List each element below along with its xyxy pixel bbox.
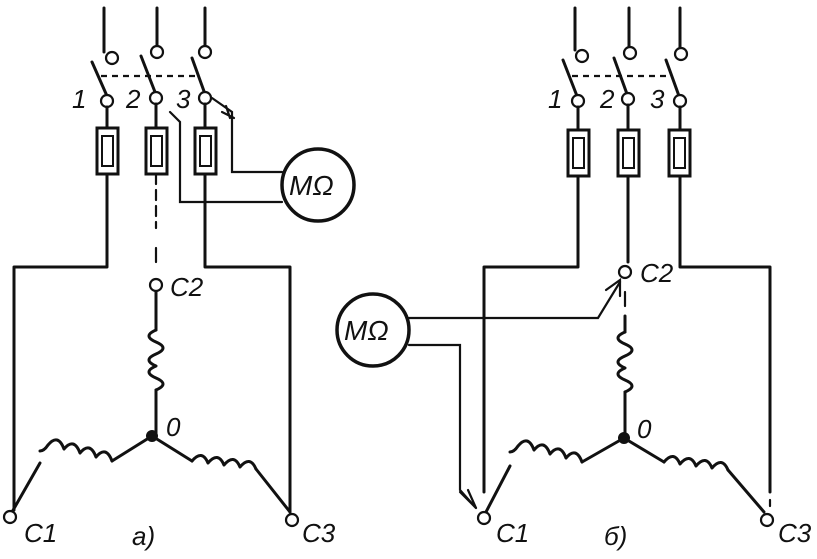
terminal-c1-b xyxy=(476,510,492,526)
caption-b: б) xyxy=(604,521,627,551)
supply-terminal-2-b xyxy=(622,45,638,61)
switch-number-3-b: 3 xyxy=(650,84,665,114)
switch-number-2-b: 2 xyxy=(599,84,615,114)
terminal-c2-a xyxy=(148,277,164,293)
winding-c1-a xyxy=(38,438,114,463)
neutral-label-b: 0 xyxy=(637,414,652,444)
switch-pole-1-b xyxy=(570,93,586,109)
label-c1-a: C1 xyxy=(24,518,57,548)
terminal-c2-b xyxy=(617,264,633,280)
switch-pole-2 xyxy=(148,90,164,106)
switch-pole-3 xyxy=(197,90,213,106)
megohmmeter-b xyxy=(335,292,411,368)
fuses-b xyxy=(566,128,692,178)
fuse-3-b xyxy=(667,128,692,178)
fuse-1-b xyxy=(566,128,591,178)
meter-label-a: MΩ xyxy=(289,170,334,201)
fuses-a xyxy=(95,126,218,176)
meter-label-b: MΩ xyxy=(344,315,389,346)
caption-a: а) xyxy=(132,521,155,551)
terminal-c3-b xyxy=(759,512,775,528)
terminal-c1-a xyxy=(2,509,18,525)
switch-blades-b xyxy=(561,56,688,109)
supply-terminal-3 xyxy=(197,44,213,60)
supply-lines-a xyxy=(102,6,213,66)
switch-number-1-b: 1 xyxy=(548,84,562,114)
diagram-b: 1 2 3 MΩ 0 xyxy=(335,6,812,551)
label-c1-b: C1 xyxy=(496,518,529,548)
switch-blades-a xyxy=(90,54,213,109)
switch-pole-3-b xyxy=(672,93,688,109)
switch-pole-1 xyxy=(99,93,115,109)
switch-pole-2-b xyxy=(620,91,636,107)
winding-c3-a xyxy=(190,454,258,471)
diagram-a: 1 2 3 MΩ 0 xyxy=(2,6,356,551)
megohmmeter-a xyxy=(280,147,356,223)
supply-lines-b xyxy=(573,6,689,64)
switch-number-3: 3 xyxy=(176,84,191,114)
supply-terminal-2 xyxy=(149,44,165,60)
supply-terminal-3-b xyxy=(673,46,689,62)
label-c3-a: C3 xyxy=(302,518,336,548)
switch-number-1: 1 xyxy=(72,84,86,114)
fuse-2-b xyxy=(616,128,641,178)
label-c2-b: C2 xyxy=(640,258,674,288)
fuse-2 xyxy=(144,126,169,176)
winding-c2-b xyxy=(616,330,634,394)
label-c3-b: C3 xyxy=(778,518,812,548)
winding-c3-b xyxy=(662,455,730,472)
winding-c1-b xyxy=(508,439,584,464)
supply-terminal-1 xyxy=(104,50,120,66)
switch-number-2: 2 xyxy=(125,84,141,114)
winding-c2-a xyxy=(147,328,165,392)
supply-terminal-1-b xyxy=(574,48,590,64)
terminal-c3-a xyxy=(284,512,300,528)
fuse-1 xyxy=(95,126,120,176)
fuse-3 xyxy=(193,126,218,176)
neutral-label-a: 0 xyxy=(166,412,181,442)
label-c2-a: C2 xyxy=(170,272,204,302)
